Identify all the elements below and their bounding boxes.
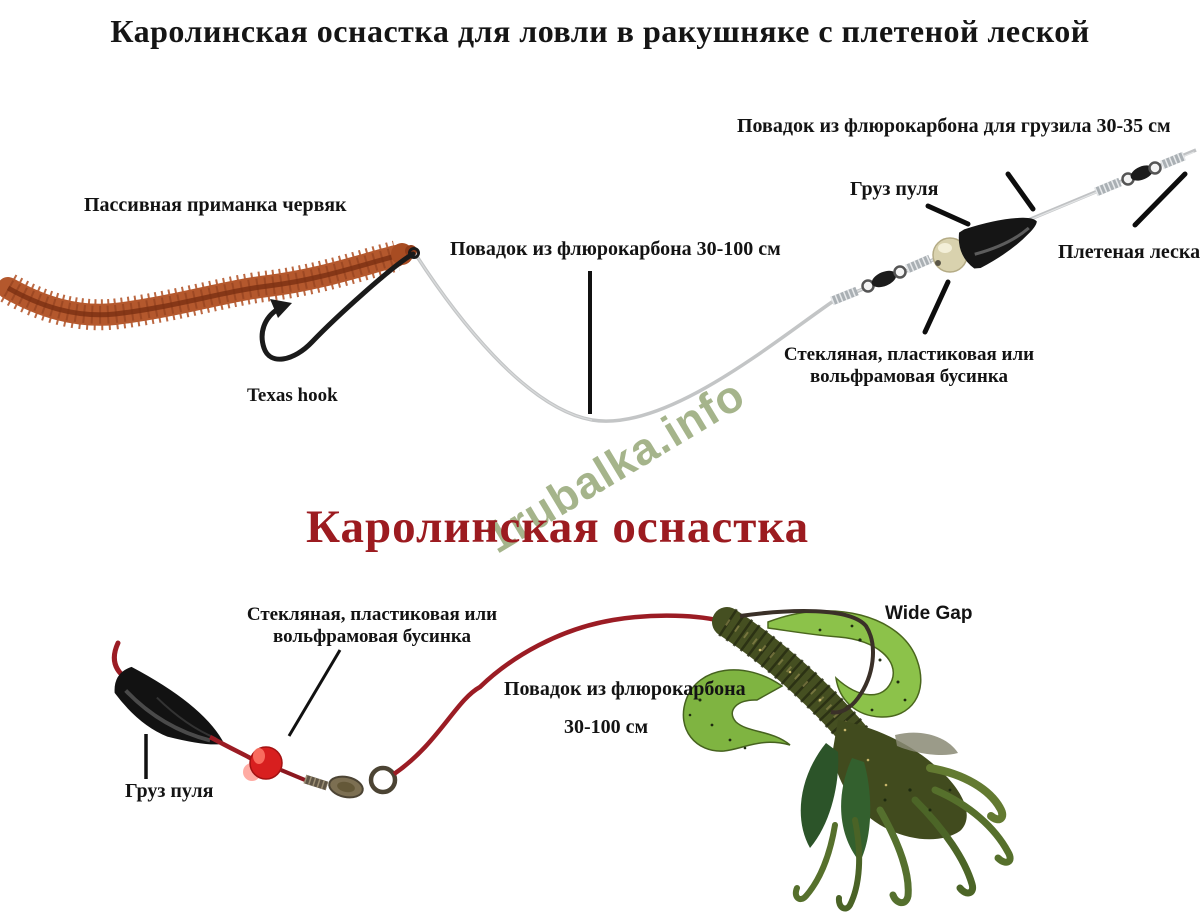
leader-label-bottom-line1: Повадок из флюрокарбона (504, 678, 746, 700)
bead-label-bottom-line2: вольфрамовая бусинка (273, 626, 471, 647)
top-rig (0, 148, 1197, 423)
red-bead-icon (243, 746, 283, 781)
bottom-bullet-weight-icon (114, 666, 223, 745)
bottom-bead-pointer (287, 649, 342, 737)
creature-bait-image (682, 607, 1014, 912)
sinker-leader-label: Повадок из флюрокарбона для грузила 30-3… (737, 115, 1171, 137)
red-leader-line (392, 613, 726, 776)
leader-label-top: Повадок из флюрокарбона 30-100 см (450, 238, 781, 260)
worm-bait-image (0, 241, 417, 331)
bead-label-bottom-line1: Стекляная, пластиковая или (246, 604, 498, 625)
passive-bait-label: Пассивная приманка червяк (84, 194, 347, 216)
braid-pointer (1132, 171, 1188, 228)
line-bead-to-swivel (280, 768, 306, 782)
sinker-leader-pointer (1005, 171, 1036, 212)
pointer-strokes (922, 171, 1188, 335)
wide-gap-label: Wide Gap (885, 603, 973, 624)
braid-label: Плетеная леска (1058, 241, 1200, 263)
texas-hook-label: Texas hook (247, 385, 338, 406)
sinker-label-top: Груз пуля (850, 178, 939, 200)
lower-swivel-icon (830, 254, 932, 306)
bead-label-bottom: Стекляная, пластиковая или вольфрамовая … (238, 604, 506, 648)
wide-gap-hook-icon (739, 609, 875, 715)
bottom-rig (111, 607, 1014, 912)
sinker-label-bottom: Груз пуля (125, 780, 214, 802)
top-bullet-weight-icon (958, 217, 1037, 269)
bead-pointer (922, 279, 951, 335)
section-heading: Каролинская оснастка (306, 501, 810, 553)
upper-swivel-icon (1094, 151, 1186, 197)
sinker-pointer (925, 203, 971, 227)
bead-label-top-line1: Стекляная, пластиковая или (783, 344, 1035, 365)
bead-label-top: Стекляная, пластиковая или вольфрамовая … (778, 344, 1040, 388)
bead-label-top-line2: вольфрамовая бусинка (810, 366, 1008, 387)
texas-hook-icon (259, 247, 420, 362)
bottom-swivel-icon (303, 765, 398, 799)
line-weight-to-bead (208, 735, 254, 761)
page-title: Каролинская оснастка для ловли в ракушня… (110, 13, 1090, 49)
leader-label-bottom-line2: 30-100 см (564, 716, 649, 738)
